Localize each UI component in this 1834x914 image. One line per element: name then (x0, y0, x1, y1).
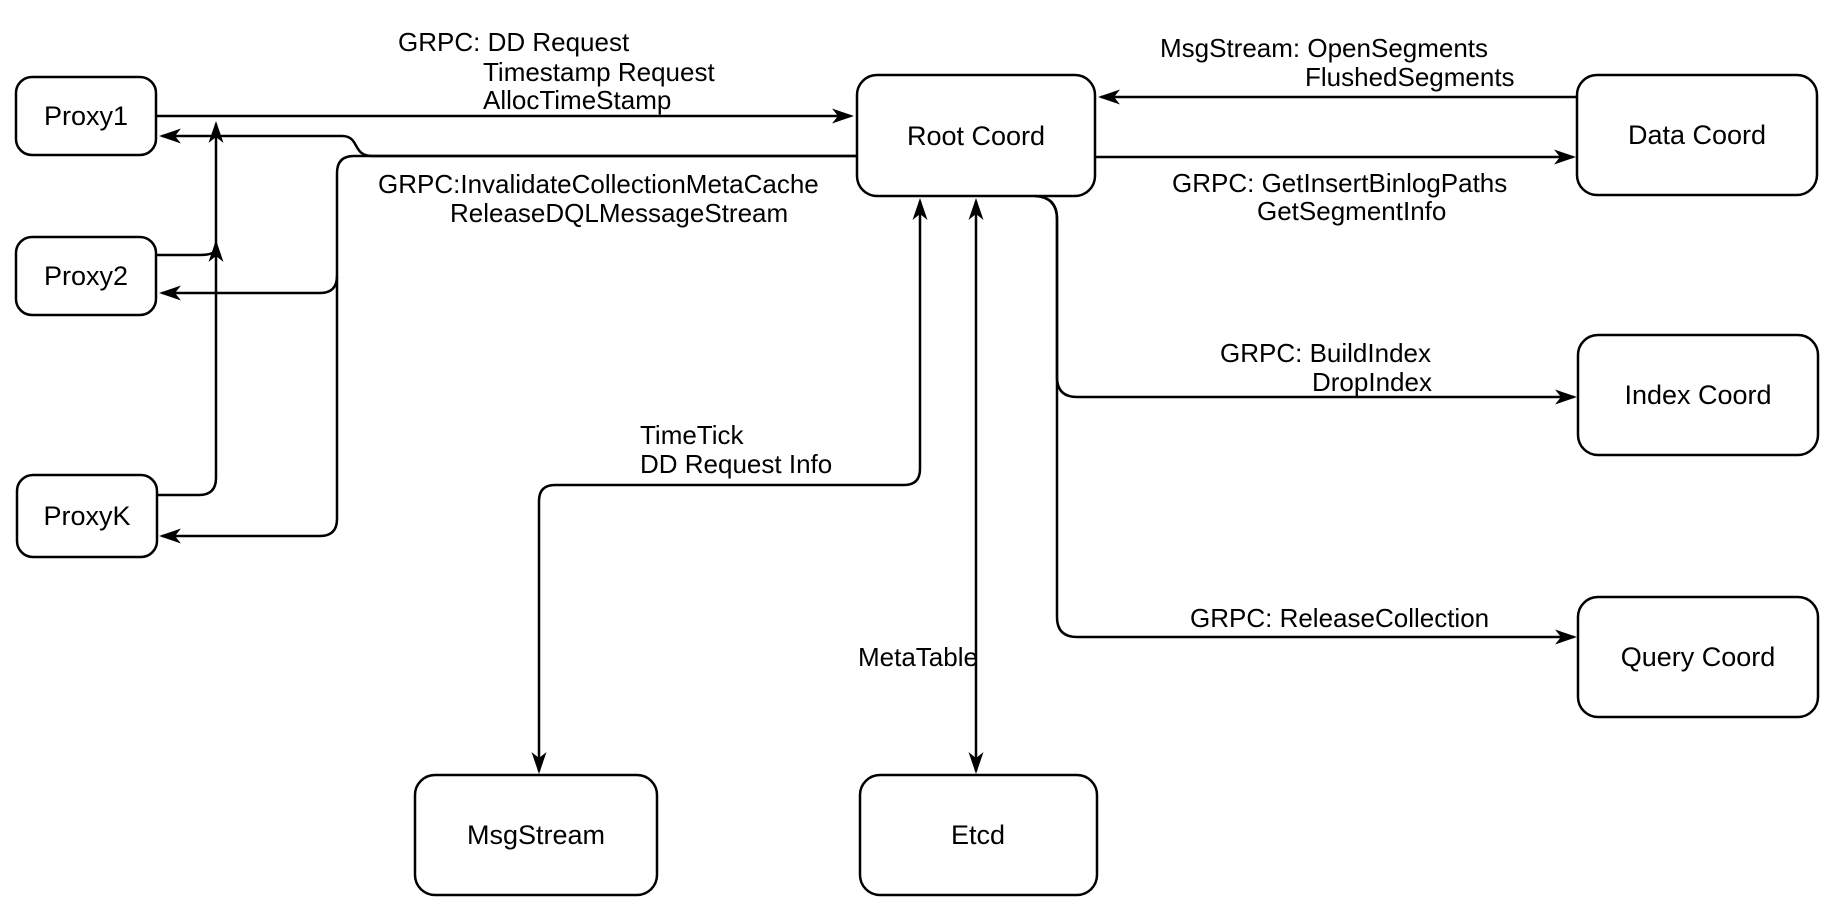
edge-label-line: AllocTimeStamp (483, 85, 671, 115)
edge-label-line: GRPC:InvalidateCollectionMetaCache (378, 169, 819, 199)
node-proxy2: Proxy2 (14, 235, 158, 317)
node-proxyk-label: ProxyK (43, 501, 130, 531)
edge-label-root-msgstream: TimeTick DD Request Info (640, 420, 832, 479)
node-etcd-label: Etcd (951, 820, 1005, 850)
node-data-coord-label: Data Coord (1628, 120, 1766, 150)
edge-label-line: GRPC: ReleaseCollection (1190, 603, 1489, 633)
edge-label-line: GRPC: DD Request (398, 27, 630, 57)
node-proxy1: Proxy1 (14, 75, 158, 157)
node-msgstream: MsgStream (413, 773, 659, 897)
edge-label-root-to-query: GRPC: ReleaseCollection (1190, 603, 1489, 633)
edge-root-coord-msgstream (531, 198, 928, 774)
edge-label-line: MetaTable (858, 642, 978, 672)
node-etcd: Etcd (858, 773, 1099, 897)
node-index-coord: Index Coord (1576, 333, 1820, 457)
edge-label-line: GRPC: GetInsertBinlogPaths (1172, 168, 1507, 198)
node-root-coord: Root Coord (855, 73, 1097, 198)
node-msgstream-label: MsgStream (467, 820, 605, 850)
edge-label-root-etcd: MetaTable (858, 642, 978, 672)
edge-label-root-to-data: GRPC: GetInsertBinlogPaths GetSegmentInf… (1172, 168, 1507, 226)
node-query-coord-label: Query Coord (1621, 642, 1776, 672)
node-proxyk: ProxyK (15, 473, 159, 559)
edge-label-root-to-index: GRPC: BuildIndex DropIndex (1220, 338, 1432, 397)
edge-root-coord-to-proxy1 (159, 128, 857, 158)
edge-root-coord-to-proxyk (159, 154, 857, 544)
edge-label-line: MsgStream: OpenSegments (1160, 33, 1488, 63)
edge-root-coord-to-proxy2 (159, 275, 339, 301)
edge-label-line: DD Request Info (640, 449, 832, 479)
edge-label-line: ReleaseDQLMessageStream (450, 198, 788, 228)
edge-label-line: DropIndex (1312, 367, 1432, 397)
edge-label-data-to-root: MsgStream: OpenSegments FlushedSegments (1160, 33, 1515, 92)
edge-label-line: GetSegmentInfo (1257, 196, 1446, 226)
node-root-coord-label: Root Coord (907, 121, 1045, 151)
node-query-coord: Query Coord (1576, 595, 1820, 719)
node-index-coord-label: Index Coord (1624, 380, 1771, 410)
node-data-coord: Data Coord (1575, 73, 1819, 197)
edge-proxyk-merge-up-trunk (156, 121, 224, 497)
edge-label-root-to-proxies: GRPC:InvalidateCollectionMetaCache Relea… (378, 169, 819, 228)
node-proxy2-label: Proxy2 (44, 261, 128, 291)
edge-label-line: Timestamp Request (483, 57, 715, 87)
node-proxy1-label: Proxy1 (44, 101, 128, 131)
edge-label-line: TimeTick (640, 420, 745, 450)
edge-proxy2-merge-up-trunk (156, 240, 224, 262)
edge-label-line: GRPC: BuildIndex (1220, 338, 1431, 368)
edge-label-line: FlushedSegments (1305, 62, 1515, 92)
edge-root-coord-to-query-coord (1034, 194, 1577, 645)
edge-label-proxy1-to-root: GRPC: DD Request Timestamp Request Alloc… (398, 27, 715, 115)
